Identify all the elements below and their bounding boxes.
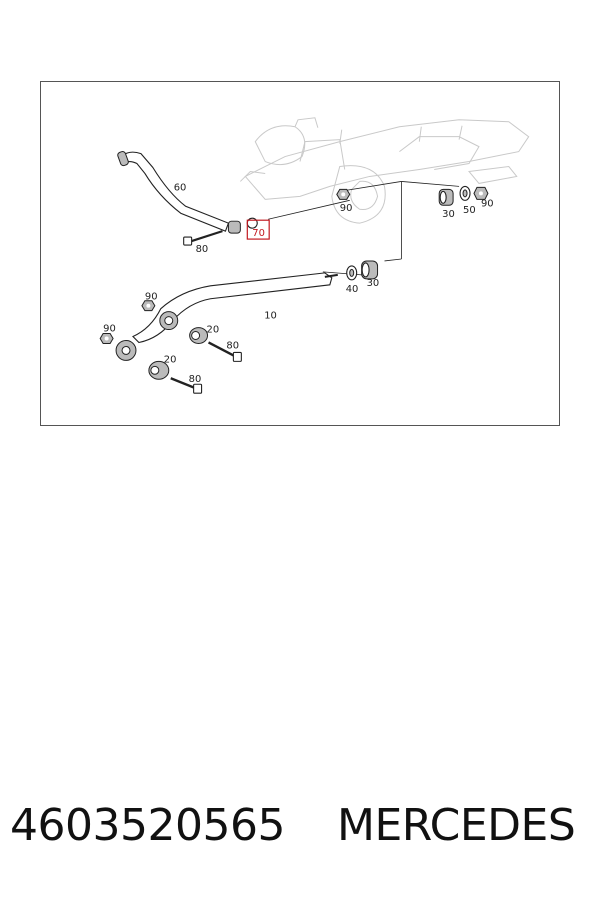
nut-part-90-left-lower[interactable] [99,333,114,344]
callout-80-middle[interactable]: 80 [226,340,239,351]
parts-diagram: 60 80 70 90 30 50 90 40 30 10 90 90 20 8… [40,81,560,426]
bushing-part-20-upper[interactable] [189,327,209,344]
callout-90-left-upper[interactable]: 90 [145,292,158,303]
callout-10[interactable]: 10 [264,311,277,322]
bolt-part-80-lower[interactable] [170,377,203,394]
callout-20-upper[interactable]: 20 [207,325,220,336]
washer-part-50[interactable] [459,185,471,201]
callout-60[interactable]: 60 [174,182,187,193]
callout-40[interactable]: 40 [346,284,359,295]
highlight-box-70 [246,219,270,240]
washer-part-40[interactable] [346,265,358,281]
callout-50[interactable]: 50 [463,205,476,216]
callout-90-left-lower[interactable]: 90 [103,324,116,335]
callout-30-center[interactable]: 30 [367,278,380,289]
mount-part-30-right[interactable] [438,188,454,206]
callout-90-frame[interactable]: 90 [340,203,353,214]
callout-30-right[interactable]: 30 [442,209,455,220]
callout-70[interactable]: 70 [252,228,265,239]
mount-part-30-center[interactable] [361,260,379,280]
nut-part-90-left-upper[interactable] [141,300,156,312]
control-arm-part-10[interactable] [115,272,338,361]
vehicle-frame-ghost [239,117,530,224]
exploded-view-svg: 60 80 70 90 30 50 90 40 30 10 90 90 20 8… [99,117,530,394]
bolt-part-80-upper[interactable] [183,230,223,246]
part-number-label: 4603520565 [10,800,285,851]
bolt-part-80-middle[interactable] [207,341,242,362]
callout-80-upper[interactable]: 80 [196,244,209,255]
stabilizer-bar-part-60[interactable] [117,150,230,232]
bushing-part-20-lower[interactable] [148,360,170,380]
callout-80-lower[interactable]: 80 [189,374,202,385]
nut-part-90-right[interactable] [473,186,489,200]
callout-20-lower[interactable]: 20 [164,354,177,365]
nut-part-90-frame[interactable] [336,188,351,200]
callout-90-right[interactable]: 90 [481,198,494,209]
brand-name-label: MERCEDES [337,800,576,851]
